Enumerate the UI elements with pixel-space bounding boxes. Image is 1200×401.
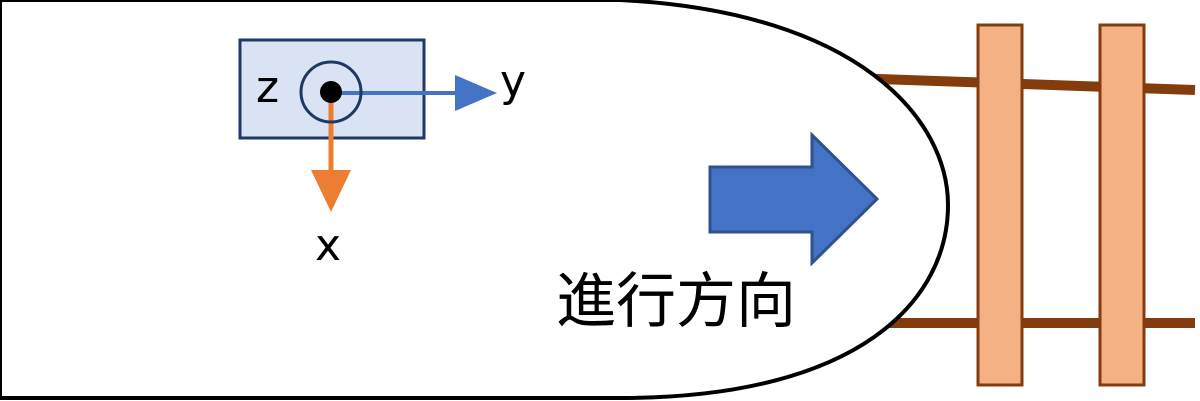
direction-arrow-icon [708,131,880,267]
y-axis-arrowhead [455,75,497,111]
x-axis-label: x [315,220,341,271]
sleeper-2 [1098,23,1146,387]
z-axis-dot-icon [320,81,342,103]
direction-label: 進行方向 [556,267,796,337]
z-axis-circle-icon [299,60,363,124]
y-axis-label: y [500,56,526,107]
x-axis-arrowhead [311,170,351,212]
z-axis-label: z [256,62,279,113]
train-body [0,0,951,400]
sleeper-1 [976,23,1024,387]
